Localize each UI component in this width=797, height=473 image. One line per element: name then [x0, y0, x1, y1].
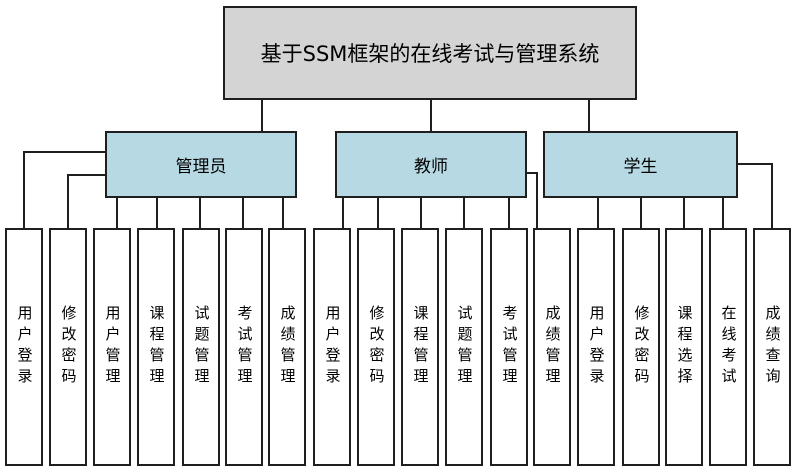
leaf-label: 成绩管理 — [278, 305, 297, 389]
role-box-student: 学生 — [543, 131, 738, 198]
leaf-label: 试题管理 — [455, 305, 474, 389]
leaf-box-student-online-exam: 在线考试 — [709, 228, 747, 466]
leaf-label: 考试管理 — [235, 305, 254, 389]
leaf-box-student-course-select: 课程选择 — [665, 228, 703, 466]
role-box-admin: 管理员 — [105, 131, 297, 198]
leaf-box-teacher-exam-mgmt: 考试管理 — [490, 228, 528, 466]
leaf-box-teacher-question-mgmt: 试题管理 — [445, 228, 483, 466]
leaf-label: 用户登录 — [587, 305, 606, 389]
connector-path — [23, 100, 773, 229]
leaf-label: 用户登录 — [15, 305, 34, 389]
leaf-box-admin-exam-mgmt: 考试管理 — [225, 228, 263, 466]
leaf-label: 考试管理 — [500, 305, 519, 389]
leaf-label: 课程选择 — [675, 305, 694, 389]
leaf-label: 修改密码 — [59, 305, 78, 389]
leaf-label: 用户管理 — [103, 305, 122, 389]
leaf-label: 修改密码 — [367, 305, 386, 389]
leaf-label: 用户登录 — [323, 305, 342, 389]
leaf-label: 试题管理 — [192, 305, 211, 389]
leaf-box-admin-user-mgmt: 用户管理 — [93, 228, 131, 466]
leaf-box-admin-change-password: 修改密码 — [49, 228, 87, 466]
title-label: 基于SSM框架的在线考试与管理系统 — [260, 42, 600, 66]
leaf-label: 成绩查询 — [763, 305, 782, 389]
leaf-box-admin-course-mgmt: 课程管理 — [137, 228, 175, 466]
role-student-label: 学生 — [623, 157, 658, 177]
leaf-box-student-user-login: 用户登录 — [577, 228, 615, 466]
leaf-label: 成绩管理 — [543, 305, 562, 389]
leaf-box-teacher-score-mgmt: 成绩管理 — [533, 228, 571, 466]
title-box: 基于SSM框架的在线考试与管理系统 — [223, 6, 637, 100]
role-teacher-label: 教师 — [414, 157, 448, 177]
leaf-label: 修改密码 — [632, 305, 651, 389]
leaf-box-teacher-change-password: 修改密码 — [357, 228, 395, 466]
role-admin-label: 管理员 — [175, 157, 227, 177]
leaf-box-teacher-user-login: 用户登录 — [313, 228, 351, 466]
role-box-teacher: 教师 — [335, 131, 527, 198]
leaf-box-teacher-course-mgmt: 课程管理 — [401, 228, 439, 466]
leaf-label: 课程管理 — [411, 305, 430, 389]
leaf-label: 在线考试 — [719, 305, 738, 389]
leaf-box-student-change-password: 修改密码 — [622, 228, 660, 466]
leaf-label: 课程管理 — [147, 305, 166, 389]
leaf-box-admin-user-login: 用户登录 — [5, 228, 43, 466]
leaf-box-admin-score-mgmt: 成绩管理 — [268, 228, 306, 466]
leaf-box-student-score-query: 成绩查询 — [753, 228, 791, 466]
leaf-box-admin-question-mgmt: 试题管理 — [182, 228, 220, 466]
